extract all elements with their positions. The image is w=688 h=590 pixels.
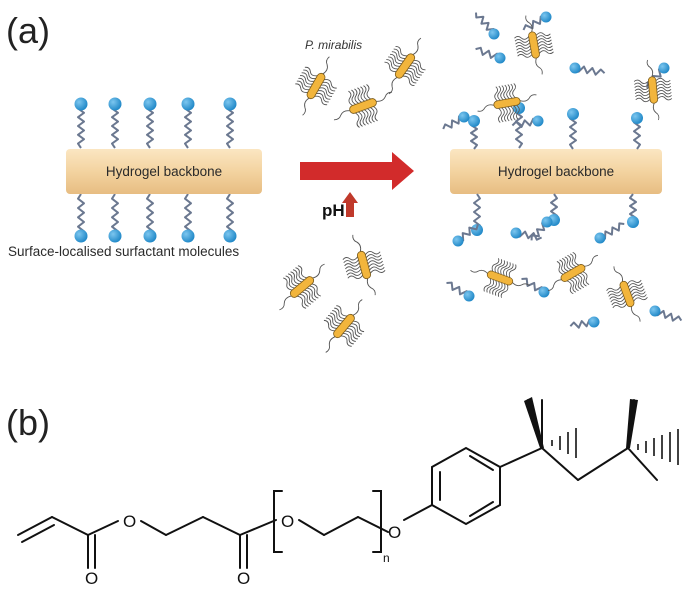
surfactant-molecule: [108, 193, 122, 243]
ether-oxygen: O: [388, 523, 401, 542]
surfactant-molecule: [631, 112, 643, 150]
surfactant-molecule: [521, 277, 550, 298]
surfactant-molecule: [510, 227, 543, 241]
structure-bonds: [17, 399, 658, 569]
carbonyl-oxygen-1: O: [85, 569, 98, 588]
surfactant-molecule: [108, 97, 122, 149]
bacterium: [477, 83, 537, 123]
surfactant-molecule: [181, 193, 195, 243]
surfactant-molecule: [522, 11, 552, 31]
bacterium: [633, 59, 673, 121]
bacterium: [470, 258, 530, 298]
bacterium: [342, 234, 386, 296]
right-backbone-label: Hydrogel backbone: [498, 164, 614, 179]
surfactant-molecule: [594, 222, 625, 244]
species-label: P. mirabilis: [305, 38, 362, 52]
surfactant-molecule: [468, 115, 480, 150]
surfactant-molecule: [530, 216, 553, 241]
surfactant-molecule: [475, 46, 506, 64]
surfactant-molecule: [646, 62, 670, 89]
surfactant-molecule: [143, 193, 157, 243]
bacterium: [606, 266, 648, 322]
panel-b-label: (b): [6, 402, 50, 443]
wedge-bond-2: [626, 399, 638, 448]
panel-a-label: (a): [6, 10, 50, 51]
right-hydrogel-backbone: [450, 149, 662, 194]
bacterium: [279, 263, 325, 311]
surfactant-caption: Surface-localised surfactant molecules: [8, 244, 239, 259]
bacterium: [514, 15, 554, 75]
surfactant-molecule: [649, 305, 683, 322]
surfactant-molecule: [569, 62, 606, 76]
surfactant-molecule: [74, 97, 88, 149]
left-backbone-label: Hydrogel backbone: [106, 164, 222, 179]
ester-oxygen-2: O: [281, 512, 294, 531]
surfactant-molecule: [223, 97, 237, 149]
bacterium: [323, 299, 365, 353]
hashed-bonds: [551, 428, 679, 465]
surfactant-molecule: [143, 97, 157, 149]
surfactant-molecule: [181, 97, 195, 149]
surfactant-molecule: [627, 193, 639, 228]
surfactant-molecule: [511, 115, 544, 128]
released-surfactant-molecules: [442, 11, 683, 329]
carbonyl-oxygen-2: O: [237, 569, 250, 588]
bacterium: [384, 37, 426, 95]
transition-arrow: [300, 152, 414, 190]
left-hydrogel-backbone: [66, 149, 262, 194]
repeat-subscript: n: [383, 551, 390, 565]
bacterium: [548, 251, 598, 295]
surfactant-molecule: [442, 111, 470, 130]
surfactant-molecule: [223, 193, 237, 243]
surfactant-molecule: [567, 108, 579, 150]
bacterium: [333, 84, 393, 128]
surfactant-molecule: [446, 281, 475, 302]
surfactant-molecule: [452, 224, 479, 247]
bacteria-group: [279, 15, 673, 353]
surfactant-molecule: [74, 193, 88, 243]
ph-label: pH: [322, 201, 345, 220]
ester-oxygen-1: O: [123, 512, 136, 531]
surfactant-molecule: [569, 316, 600, 329]
left-surfactant-molecules: [74, 97, 237, 243]
ph-increase-arrow: [342, 192, 358, 217]
bacterium: [295, 56, 337, 116]
surfactant-molecule: [475, 12, 500, 40]
wedge-bond-1: [524, 397, 544, 448]
